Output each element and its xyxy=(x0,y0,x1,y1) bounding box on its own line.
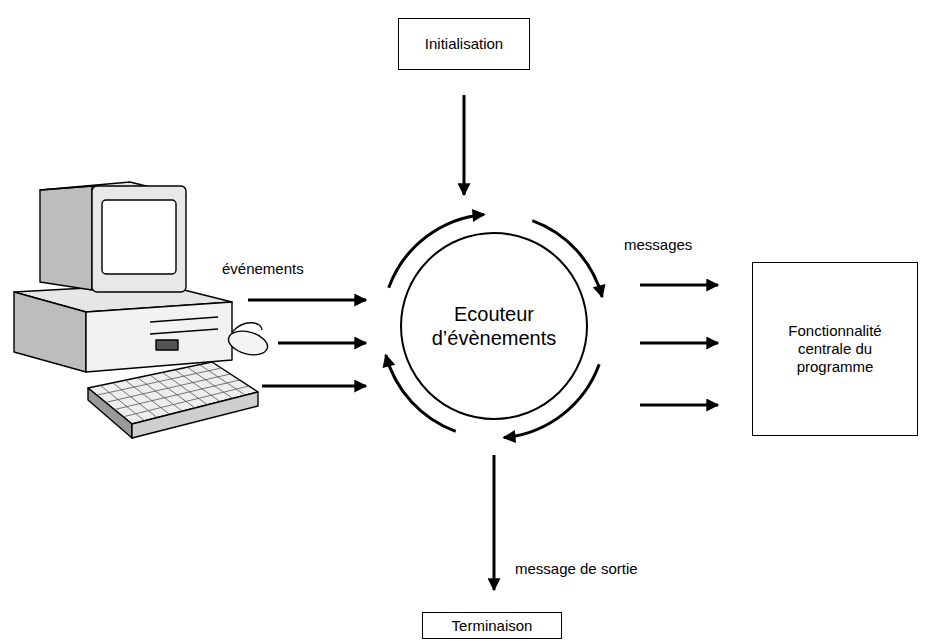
flow-arrow xyxy=(640,284,718,287)
case-front xyxy=(86,302,232,372)
flow-arrow xyxy=(493,455,496,590)
computer-illustration xyxy=(14,182,270,438)
node-label: Terminaison xyxy=(452,617,533,635)
key-column xyxy=(200,365,246,396)
listener-circle: Ecouteur d’évènements xyxy=(400,232,588,420)
mouse-cable xyxy=(232,323,262,332)
flow-arrow xyxy=(640,404,718,407)
node-text-group: Ecouteur d’évènements xyxy=(419,302,569,350)
circle-outline xyxy=(400,232,588,420)
drive-slot xyxy=(150,317,218,322)
edge-label: messages xyxy=(622,236,694,253)
flow-arrow xyxy=(463,95,466,195)
edge-label: message de sortie xyxy=(513,560,640,577)
node-text-group: Terminaison xyxy=(452,617,533,635)
node-text-group: Fonctionnalité centrale du programme xyxy=(788,322,881,376)
keyboard-keys xyxy=(97,365,249,421)
circle-outline xyxy=(401,233,587,419)
node-label: Ecouteur d’évènements xyxy=(419,302,569,350)
flow-arrow xyxy=(640,342,718,345)
mouse xyxy=(226,327,270,359)
node-label: Fonctionnalité centrale du programme xyxy=(788,322,881,376)
start-box: Initialisation xyxy=(398,18,530,70)
core-box: Fonctionnalité centrale du programme xyxy=(752,262,918,436)
end-box: Terminaison xyxy=(422,612,562,639)
drive-slot xyxy=(150,329,218,334)
annotation-label: événements xyxy=(220,260,306,277)
event-arrow xyxy=(278,342,366,345)
keyboard-side xyxy=(88,388,132,438)
cycle-arrows xyxy=(386,214,602,437)
monitor-screen xyxy=(102,200,176,274)
case-side xyxy=(14,292,86,372)
node-text-group: Initialisation xyxy=(425,35,503,53)
event-arrow xyxy=(248,299,366,302)
drive-bay xyxy=(156,340,178,350)
event-arrow xyxy=(262,385,366,388)
monitor-front xyxy=(92,186,186,292)
node-label: Initialisation xyxy=(425,35,503,53)
monitor-side xyxy=(40,186,92,290)
